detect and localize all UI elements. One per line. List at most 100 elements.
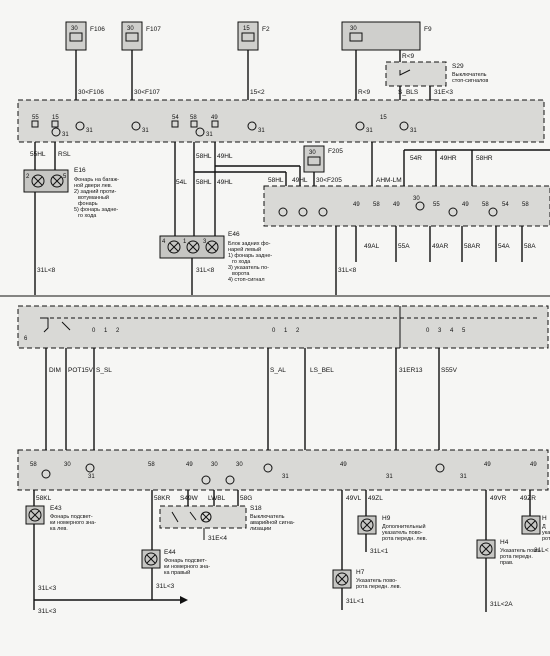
right-out-55a: 55A <box>398 243 410 250</box>
svg-text:1: 1 <box>284 328 288 334</box>
lamp-h4-id: H4 <box>500 539 509 546</box>
right-out-49al: 49AL <box>364 243 380 250</box>
top-pin-15b: 15 <box>380 115 387 121</box>
switch-s29-ground: 31E<3 <box>434 89 453 96</box>
mid-wire-s-al: S_AL <box>270 367 286 374</box>
svg-text:рота передн. лев.: рота передн. лев. <box>382 536 428 542</box>
fuse-f106-wire: 30<F106 <box>78 89 104 96</box>
right-out-58a: 58A <box>524 243 536 250</box>
lamp-e43: E43 Фонарь подсвет- ки номерного зна- ка… <box>25 505 96 592</box>
lamp-h9-desc: Дополнительный <box>382 523 426 530</box>
lamp-e46: 4 1 3 E46 Блок задних фо- нарей левый 1)… <box>159 231 272 295</box>
bottom-pin-49c: 49 <box>484 462 491 468</box>
svg-text:лизации: лизации <box>250 526 271 532</box>
switch-s29-wire: S_BLS <box>398 89 419 96</box>
lamp-e46-pin-1: 1 <box>183 239 187 245</box>
right-wire-49hr: 49HR <box>440 155 457 162</box>
lamp-e44-id: E44 <box>164 549 176 556</box>
wire-55hl: 55HL <box>30 151 46 158</box>
lamp-e46-id: E46 <box>228 231 240 238</box>
right-pin-49b: 49 <box>393 202 400 208</box>
switch-s29-id: S29 <box>452 63 464 70</box>
svg-text:3: 3 <box>438 328 442 334</box>
right-wire-54r: 54R <box>410 155 422 162</box>
svg-text:2: 2 <box>296 328 300 334</box>
right-out-58ar: 58AR <box>464 243 481 250</box>
bottom-pin-31c: 31 <box>386 474 393 480</box>
svg-text:нарей левый: нарей левый <box>228 246 261 253</box>
lamp-e16-id: E16 <box>74 167 86 174</box>
bot-wire-49vl: 49VL <box>346 495 362 502</box>
svg-text:31: 31 <box>86 128 93 134</box>
wire-54l: 54L <box>176 179 187 186</box>
fuse-f107-label: F107 <box>146 26 161 33</box>
svg-text:ка правый: ка правый <box>164 569 190 576</box>
mid-wire-pot15v: POT15V <box>68 367 94 374</box>
lamp-e46-pin-4: 4 <box>162 239 166 245</box>
fuse-f9-wire: R<9 <box>358 89 370 96</box>
bottom-pin-49: 49 <box>186 462 193 468</box>
lamp-h4-ground: 31L<2A <box>490 601 513 608</box>
mid-wire-s55v: S55V <box>441 367 458 374</box>
switch-s18-body <box>159 505 247 529</box>
lamp-h9-id: H9 <box>382 515 391 522</box>
top-pin-54: 54 <box>172 115 179 121</box>
svg-text:аварийной сигна-: аварийной сигна- <box>250 519 295 526</box>
svg-text:стоп-сигналов: стоп-сигналов <box>452 78 488 84</box>
svg-text:фонарь: фонарь <box>78 201 98 207</box>
ground-e16: 31L<8 <box>37 267 56 274</box>
lamp-e44: E44 Фонарь подсвет- ки номерного зна- ка… <box>141 549 210 590</box>
fuse-f205-pin: 30 <box>309 150 316 156</box>
right-pin-58b: 58 <box>482 202 489 208</box>
right-pin-58: 58 <box>373 202 380 208</box>
svg-text:ной двери лев.: ной двери лев. <box>74 182 113 189</box>
svg-text:1: 1 <box>104 328 108 334</box>
bottom-pin-30b: 30 <box>211 462 218 468</box>
right-pin-55: 55 <box>433 202 440 208</box>
bottom-pin-31b: 31 <box>282 474 289 480</box>
right-pin-49: 49 <box>353 202 360 208</box>
lamp-e44-desc: Фонарь подсвет- <box>164 558 207 564</box>
lamp-e43-desc: Фонарь подсвет- <box>50 514 93 520</box>
lamp-e43-ground: 31L<3 <box>38 585 57 592</box>
middle-module-body <box>17 305 549 349</box>
lamp-h-right: H Д указ рота 31L< <box>521 515 550 554</box>
svg-text:ворота: ворота <box>232 271 250 277</box>
middle-pin-6: 6 <box>24 336 28 342</box>
mid-wire-dim: DIM <box>49 367 61 374</box>
right-pin-49c: 49 <box>462 202 469 208</box>
bot-wire-58kr: 58KR <box>154 495 171 502</box>
bottom-ground-line: 31L<3 <box>34 596 188 615</box>
top-pin-58: 58 <box>190 115 197 121</box>
svg-text:5: 5 <box>462 328 466 334</box>
wire-58hl: 58HL <box>196 153 212 160</box>
switch-s29-body <box>385 61 447 87</box>
svg-text:31: 31 <box>410 128 417 134</box>
svg-text:ка лев.: ка лев. <box>50 526 68 532</box>
switch-s18-ground: 31E<4 <box>208 535 227 542</box>
switch-s29-desc: Выключатель <box>452 72 487 78</box>
svg-text:0: 0 <box>272 328 276 334</box>
lamp-e46-pin-3: 3 <box>203 239 207 245</box>
svg-text:49HL: 49HL <box>217 179 233 186</box>
svg-text:рота: рота <box>542 536 550 542</box>
bot-wire-49vr: 49VR <box>490 495 507 502</box>
lamp-h7-id: H7 <box>356 569 365 576</box>
svg-text:31: 31 <box>142 128 149 134</box>
bot-wire-49zl: 49ZL <box>368 495 383 502</box>
bot-wire-49zr: 49ZR <box>520 495 536 502</box>
right-wire-49hl: 49HL <box>292 177 308 184</box>
ground-e46: 31L<8 <box>196 267 215 274</box>
bottom-pin-30c: 30 <box>236 462 243 468</box>
top-pin-49: 49 <box>211 115 218 121</box>
svg-text:31: 31 <box>366 128 373 134</box>
mid-wire-31er13: 31ER13 <box>399 367 423 374</box>
bottom-module: 58 30 31 58 49 30 30 31 31 49 31 49 49 <box>17 449 549 491</box>
lamp-h7-desc: Указатель пово- <box>356 578 397 584</box>
fuse-f106: 30 F106 30<F106 <box>65 21 105 117</box>
fuse-f2-pin: 15 <box>243 26 250 32</box>
fuse-f9-pin: 30 <box>350 26 357 32</box>
fuse-f205: 30 F205 30<F205 <box>303 145 343 186</box>
svg-text:ки номерного зна-: ки номерного зна- <box>50 520 96 526</box>
fuse-f205-wire: 30<F205 <box>316 177 342 184</box>
